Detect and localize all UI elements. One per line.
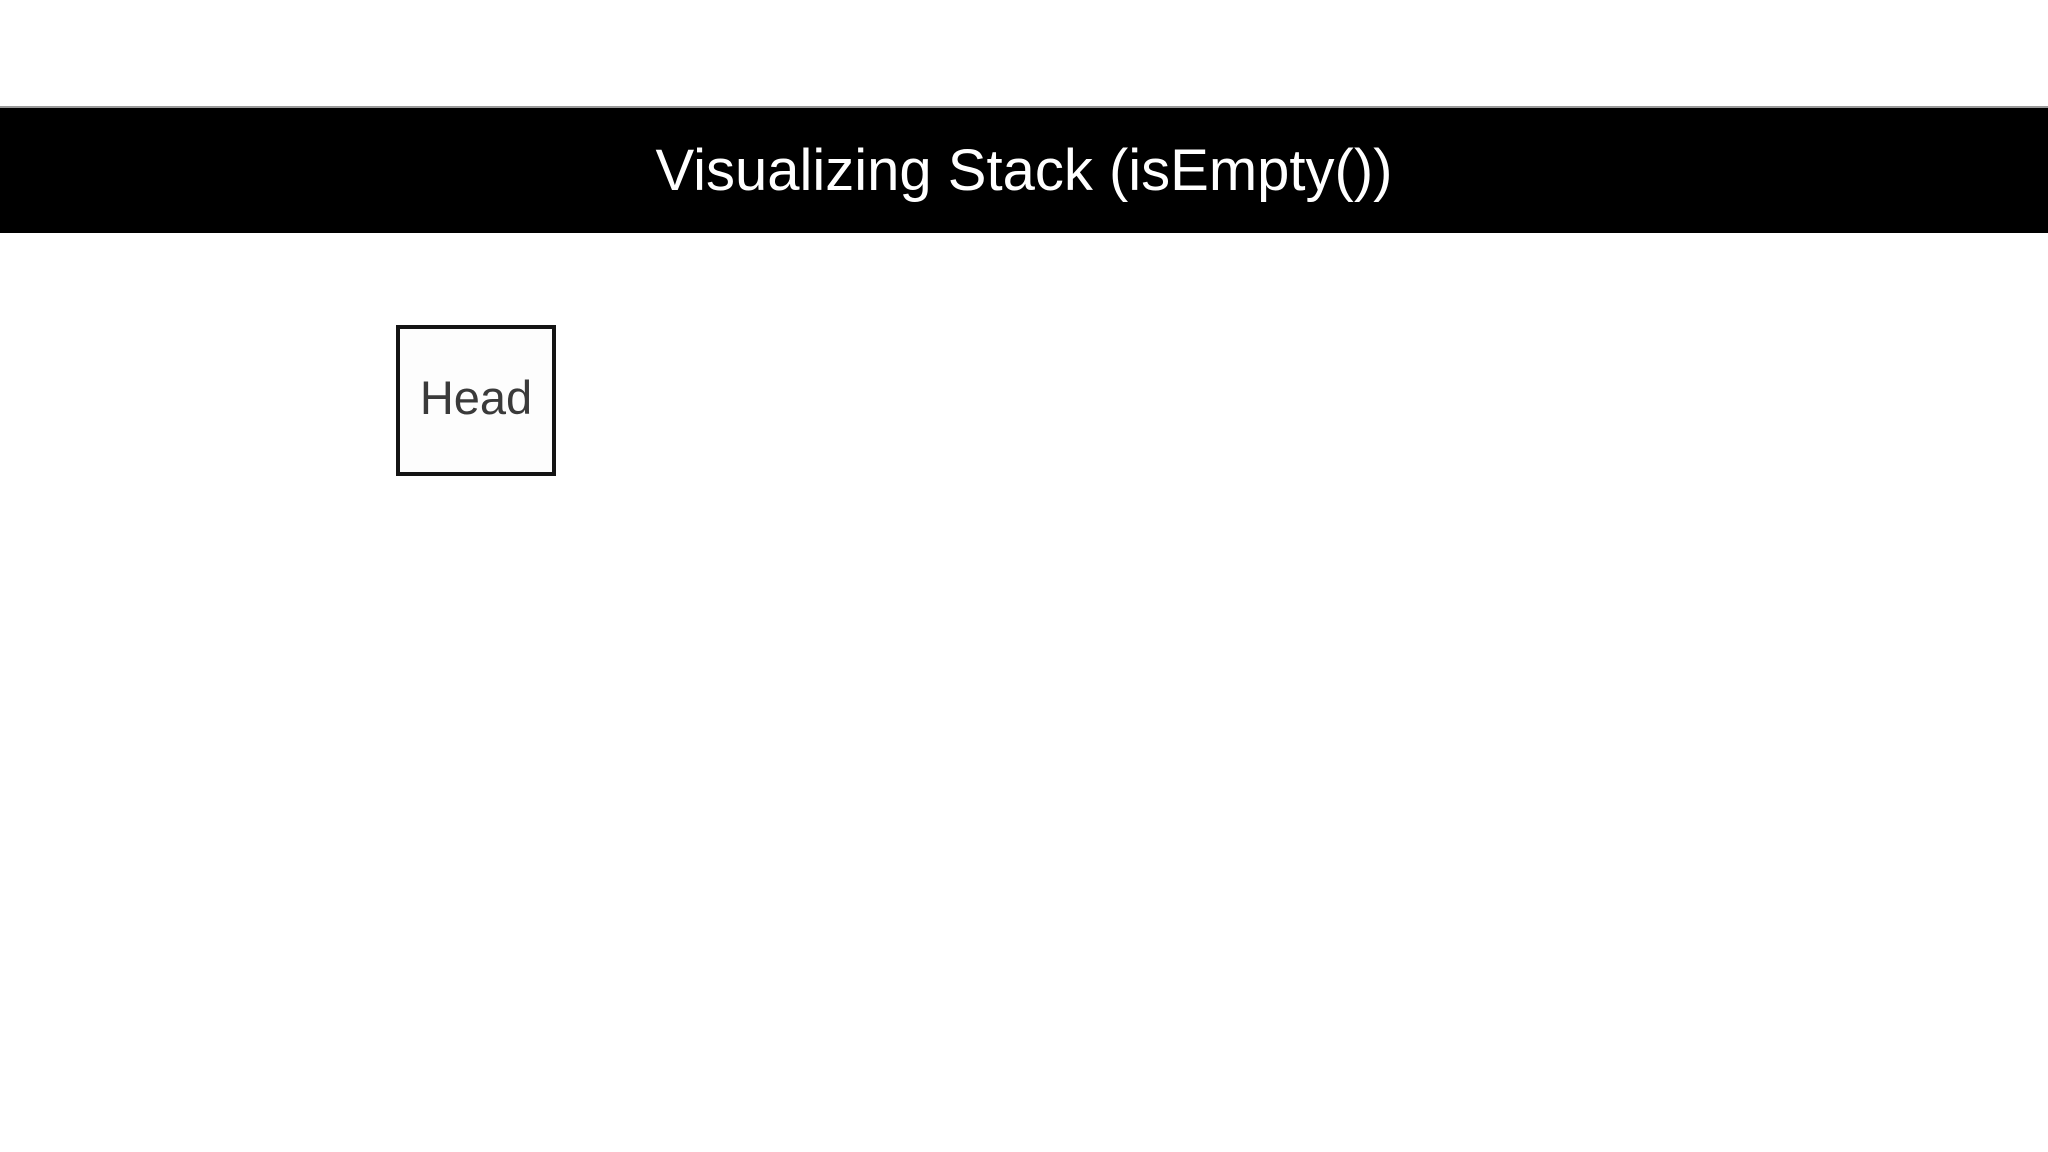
head-node: Head xyxy=(396,325,556,476)
head-node-label: Head xyxy=(419,371,533,424)
title-bar: Visualizing Stack (isEmpty()) xyxy=(0,106,2048,233)
slide-title: Visualizing Stack (isEmpty()) xyxy=(655,138,1393,203)
